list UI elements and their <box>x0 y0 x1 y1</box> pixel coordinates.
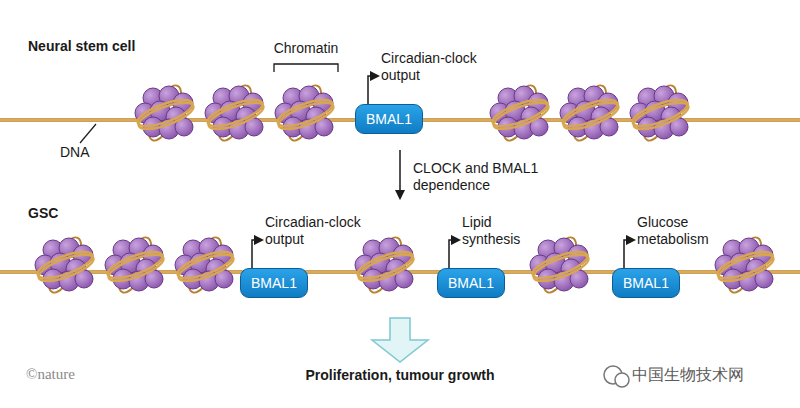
output-label: Circadian-clock output <box>265 214 383 248</box>
outcome-label: Proliferation, tumour growth <box>220 367 580 384</box>
bracket-label: Chromatin <box>256 40 356 57</box>
protein-box: BMAL1 <box>355 104 423 134</box>
output-label: Lipid synthesis <box>462 214 532 248</box>
protein-name: BMAL1 <box>366 111 412 127</box>
protein-box: BMAL1 <box>240 268 308 298</box>
cell-type-title: GSC <box>28 205 128 222</box>
protein-name: BMAL1 <box>448 275 494 291</box>
protein-box: BMAL1 <box>437 268 505 298</box>
output-label: Glucose metabolism <box>637 214 732 248</box>
arrow-label: CLOCK and BMAL1 dependence <box>413 160 563 194</box>
cell-type-title: Neural stem cell <box>28 38 228 55</box>
watermark: 中国生物技术网 <box>632 366 792 383</box>
protein-name: BMAL1 <box>623 275 669 291</box>
copyright-note: ©nature <box>26 366 146 383</box>
protein-name: BMAL1 <box>251 275 297 291</box>
part-label: DNA <box>60 144 120 161</box>
output-label: Circadian-clock output <box>381 50 499 84</box>
protein-box: BMAL1 <box>612 268 680 298</box>
